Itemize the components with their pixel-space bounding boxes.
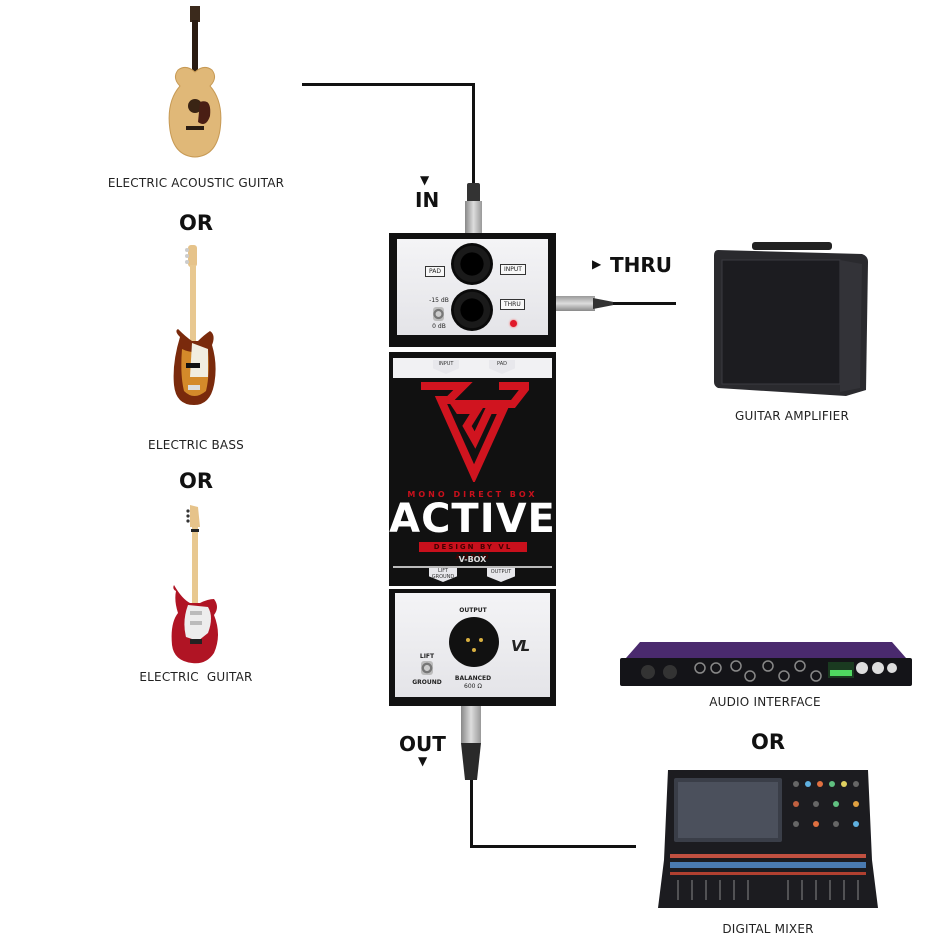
di-box-top-panel: PAD INPUT THRU -15 dB 0 dB [389,233,556,347]
digital-mixer-icon [656,768,880,916]
ground-lift-switch[interactable] [421,661,433,675]
impedance-label: 600 Ω [464,683,482,690]
di-box-bottom-panel: OUTPUT LIFT GROUND BALANCED 600 Ω VL [389,589,556,706]
lift-ground-tab: LIFT GROUND [429,568,457,582]
pad-tab: PAD [489,360,515,374]
vl-logo-icon [419,382,529,482]
electric-guitar-label: ELECTRIC GUITAR [139,670,253,684]
xlr-output-connector[interactable] [449,617,499,667]
guitar-amplifier-label: GUITAR AMPLIFIER [735,409,849,423]
pad-high-label: -15 dB [429,297,449,304]
out-label: OUT [399,732,446,756]
input-xlr-plug [465,183,482,235]
thru-cable [610,302,676,305]
balanced-label: BALANCED [454,675,492,682]
audio-interface-label: AUDIO INTERFACE [709,695,821,709]
pad-toggle-switch[interactable] [433,307,444,321]
thru-label: THRU [610,253,673,277]
output-cable-horizontal [470,845,636,848]
acoustic-guitar-label: ELECTRIC ACOUSTIC GUITAR [107,176,285,190]
ground-label: GROUND [412,679,442,686]
electric-bass-icon [170,245,220,407]
or-divider: OR [178,211,214,235]
output-xlr-plug [461,705,481,780]
pad-tag: PAD [425,266,445,277]
electric-bass-label: ELECTRIC BASS [148,438,244,452]
power-led-icon [510,320,517,327]
di-box-front: INPUT PAD MONO DIRECT BOX ACTIVE DESIGN … [389,352,556,586]
guitar-amplifier-icon [712,242,870,396]
input-cable-vertical [472,83,475,188]
digital-mixer-label: DIGITAL MIXER [722,922,814,936]
thru-tag: THRU [500,299,525,310]
pad-low-label: 0 dB [432,323,446,330]
input-jack[interactable] [451,243,493,285]
in-arrow-icon: ▼ [420,173,430,187]
thru-jack[interactable] [451,289,493,331]
output-cable-vertical [470,778,473,848]
output-label: OUTPUT [459,607,487,614]
in-label: IN [415,188,440,212]
input-tag: INPUT [500,264,526,275]
electric-guitar-icon [168,505,222,665]
output-tab: OUTPUT [487,568,515,582]
acoustic-guitar-icon [162,6,228,160]
input-tab: INPUT [433,360,459,374]
lift-label: LIFT [419,653,435,660]
brand-mark-icon: VL [511,637,530,655]
audio-interface-icon [620,640,912,690]
subtitle-text: MONO DIRECT BOX [407,490,538,499]
thru-arrow-icon: ▶ [592,257,602,271]
or-divider: OR [178,469,214,493]
out-arrow-icon: ▼ [418,754,428,768]
design-line: DESIGN BY VL AUDIO [419,542,527,561]
thru-plug [555,296,613,311]
model-label: V-BOX [458,555,487,564]
input-cable-horizontal [302,83,475,86]
or-divider: OR [750,730,786,754]
active-title: ACTIVE [389,496,556,542]
